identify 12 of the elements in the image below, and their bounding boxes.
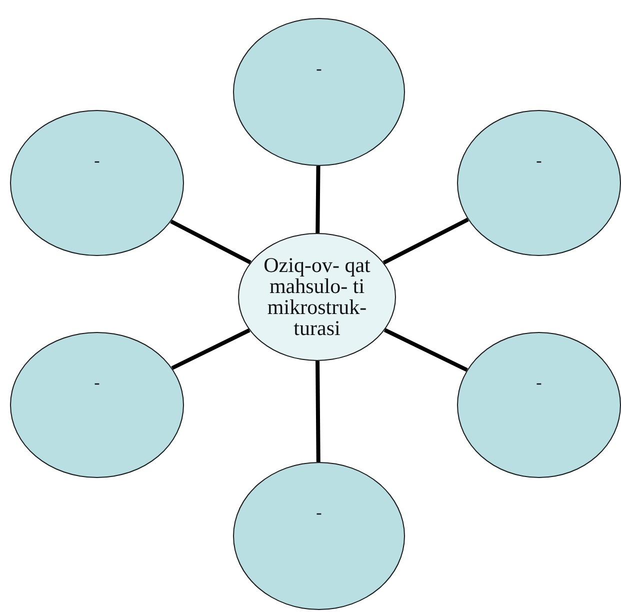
node-text: - [94,373,100,394]
connector-line [170,220,252,264]
connector-line [316,360,320,462]
node-text: - [316,503,322,524]
connector-line [316,166,320,234]
node-text: - [94,151,100,172]
node-text: - [316,59,322,80]
node-text: - [536,373,542,394]
connector-line [382,218,469,265]
connector-line [171,328,250,370]
node-text: Oziq-ov- qat mahsulo- ti mikrostruk- turasi [262,255,372,339]
node-text: - [536,151,542,172]
